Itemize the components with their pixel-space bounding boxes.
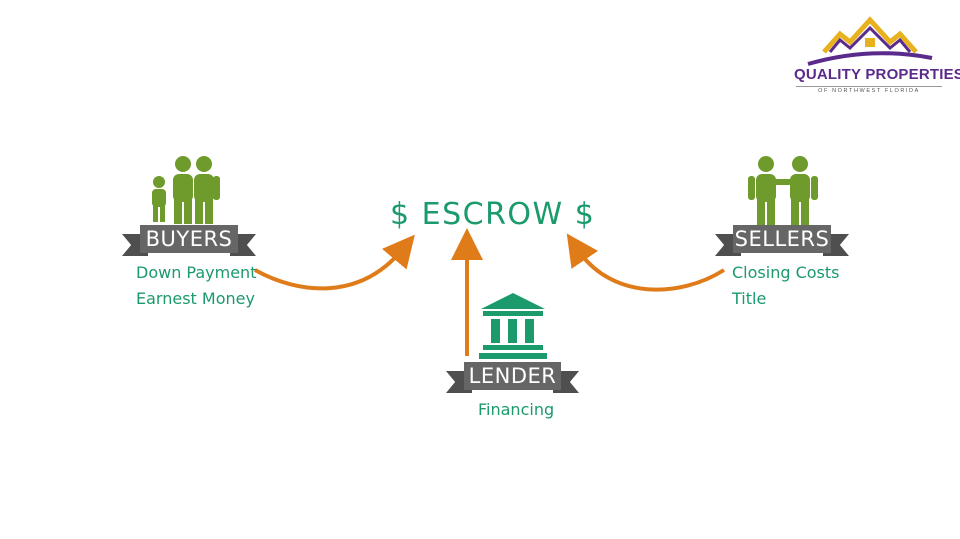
sellers-item: Title xyxy=(732,289,767,308)
couple-icon xyxy=(748,156,818,225)
logo-name: QUALITY PROPERTIES xyxy=(794,66,960,83)
escrow-label: $ ESCROW $ xyxy=(390,197,596,232)
lender-item: Financing xyxy=(478,400,555,419)
lender-details: Financing xyxy=(478,397,554,423)
buyers-label: BUYERS xyxy=(140,225,238,253)
buyers-banner: BUYERS xyxy=(122,225,256,259)
family-icon xyxy=(152,156,220,224)
sellers-banner: SELLERS xyxy=(715,225,849,259)
sellers-details: Closing Costs Title xyxy=(732,260,839,312)
buyers-item: Earnest Money xyxy=(136,289,255,308)
arrow-buyers-to-escrow xyxy=(254,234,415,291)
buyers-details: Down Payment Earnest Money xyxy=(136,260,256,312)
sellers-item: Closing Costs xyxy=(732,263,840,282)
lender-label: LENDER xyxy=(464,362,561,390)
logo-tagline: OF NORTHWEST FLORIDA xyxy=(796,86,942,94)
buyers-item: Down Payment xyxy=(136,263,257,282)
house-roof-icon xyxy=(807,16,933,66)
company-logo xyxy=(790,12,950,102)
arrow-sellers-to-escrow xyxy=(566,233,726,292)
lender-banner: LENDER xyxy=(446,362,579,396)
bank-icon xyxy=(479,293,547,359)
sellers-label: SELLERS xyxy=(733,225,831,253)
